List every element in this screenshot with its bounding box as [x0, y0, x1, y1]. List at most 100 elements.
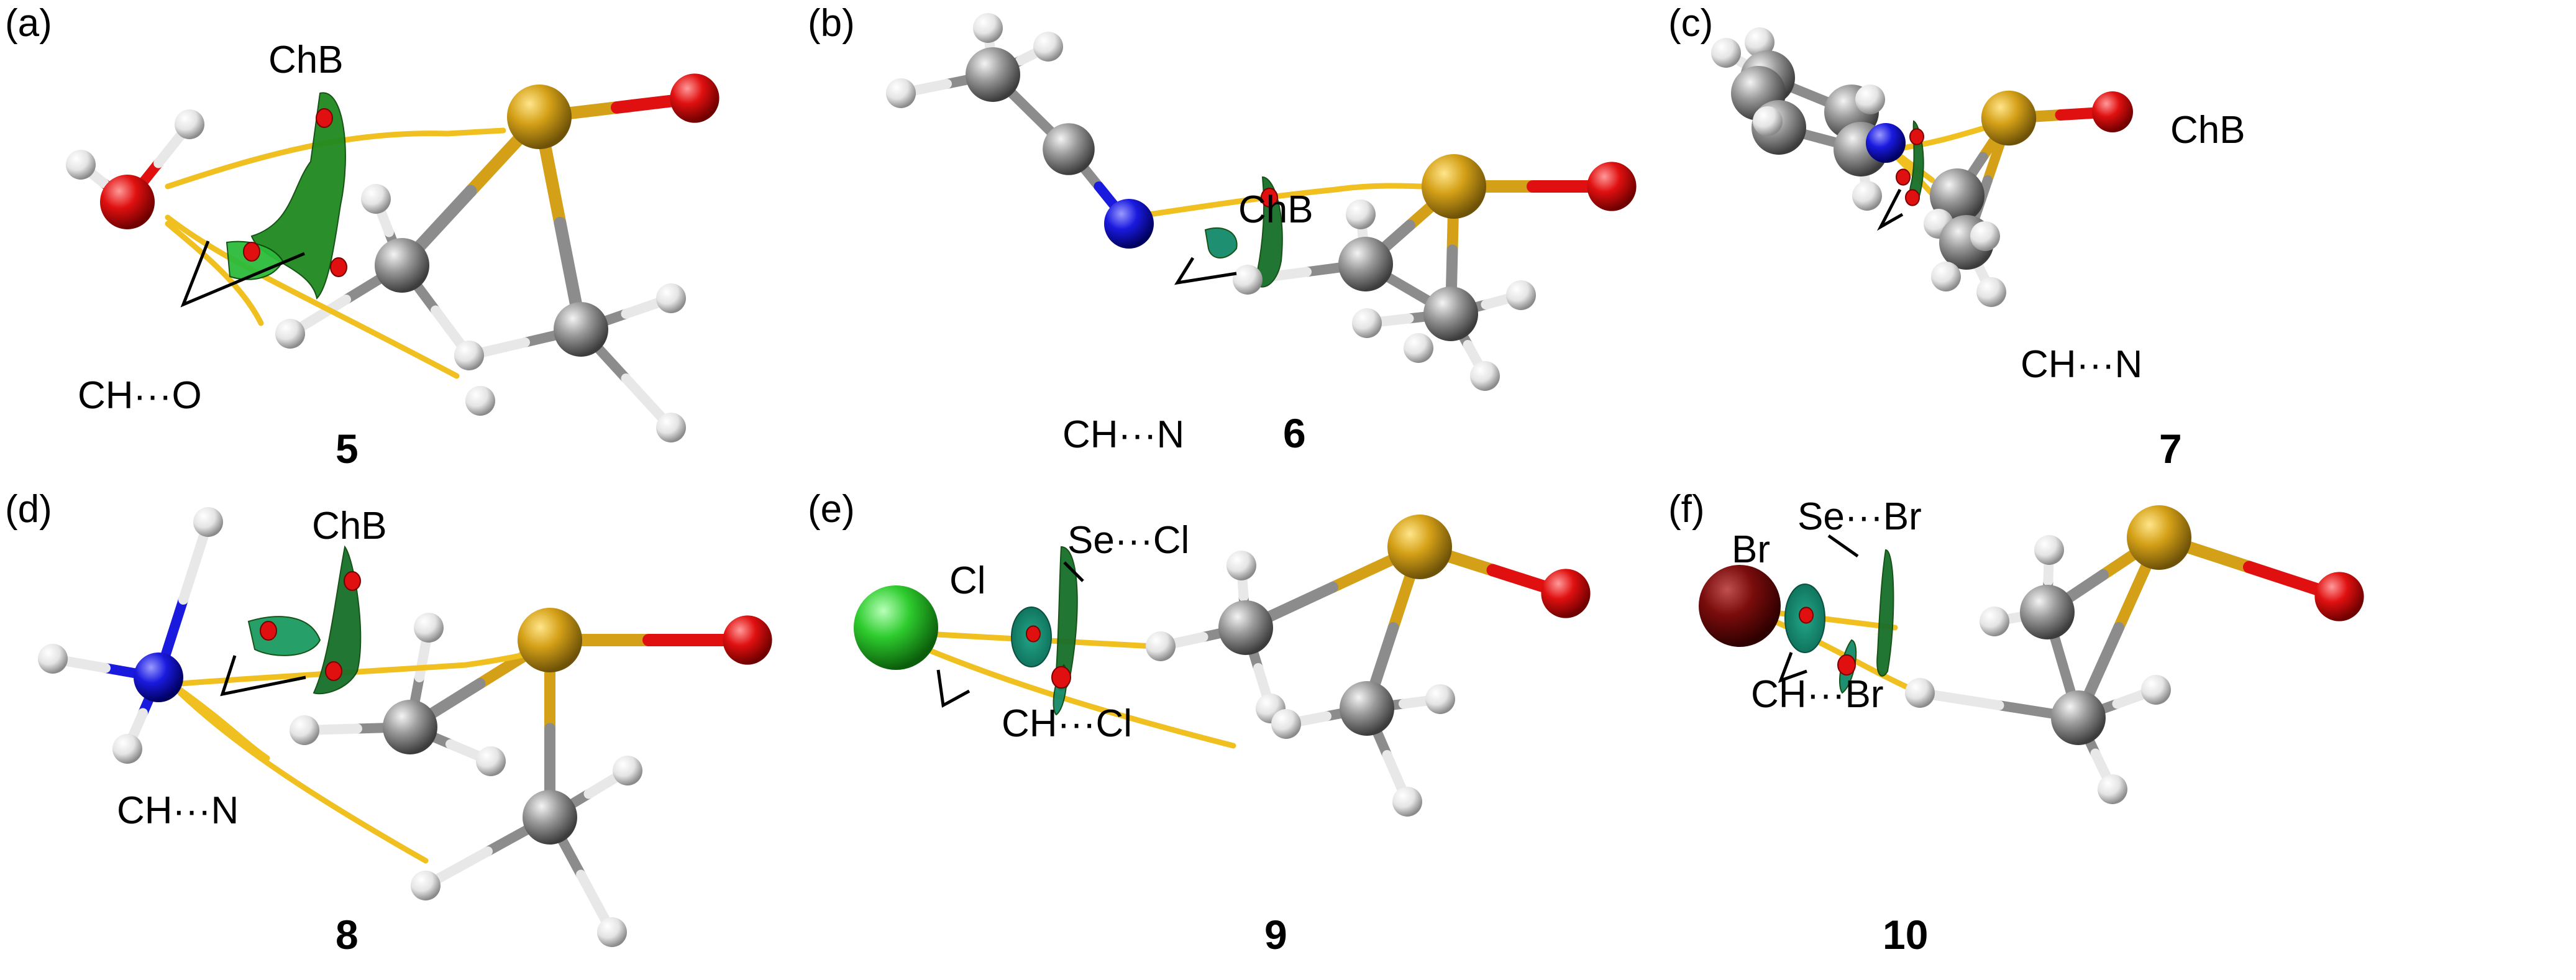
atom-h — [1976, 277, 2006, 307]
atom-h — [66, 150, 96, 180]
atom-c — [375, 238, 429, 293]
atom-h — [1506, 280, 1536, 310]
compound-number-7: 7 — [2159, 426, 2182, 472]
atom-h — [454, 341, 484, 370]
bond-critical-point — [344, 571, 361, 591]
annotation-leader-line — [1778, 652, 1807, 684]
atom-h — [597, 917, 627, 947]
annotation-ch-br: CH···Br — [1751, 673, 1884, 716]
annotation-ch-o: CH···O — [78, 374, 202, 417]
bond-critical-point — [330, 257, 347, 277]
atom-h — [290, 715, 319, 745]
bond-critical-point — [1051, 666, 1071, 689]
atom-h — [361, 184, 391, 214]
atom-h — [411, 871, 441, 900]
bond-critical-point — [316, 108, 333, 128]
compound-number-6: 6 — [1283, 410, 1306, 456]
atom-h — [1033, 32, 1063, 62]
atom-h — [1346, 199, 1376, 229]
atom-h — [112, 734, 142, 764]
atom-c — [383, 700, 437, 754]
annotation-chb-b: ChB — [1238, 188, 1313, 231]
bond-path — [1146, 183, 1457, 218]
atom-c — [966, 47, 1020, 102]
bond-critical-point — [1837, 654, 1856, 676]
bond-critical-point — [260, 621, 277, 641]
panel-e — [854, 515, 1591, 817]
annotation-ch-n-d: CH···N — [117, 789, 239, 832]
atom-h — [1470, 361, 1500, 391]
atom-n — [1104, 199, 1154, 249]
annotation-leader-line — [1174, 257, 1237, 285]
compound-number-8: 8 — [336, 912, 359, 958]
bond-path — [916, 643, 1236, 749]
annotation-leader-line — [1827, 534, 1859, 558]
bond-critical-point — [1896, 168, 1911, 186]
atom-h — [465, 386, 495, 416]
atom-c — [2020, 585, 2075, 639]
panel-f — [1699, 505, 2364, 804]
atom-o — [2092, 91, 2133, 132]
bond-path — [177, 687, 270, 761]
nci-isosurface-ch-n — [247, 616, 321, 656]
atom-se — [1387, 515, 1452, 579]
atom-h — [2141, 675, 2171, 705]
bond-critical-point — [1905, 189, 1920, 206]
panel-label-c: (c) — [1668, 2, 1713, 45]
nci-isosurface-ch-n — [1204, 227, 1238, 259]
atom-h — [175, 109, 204, 139]
atom-o — [2314, 572, 2364, 621]
atom-c — [523, 790, 577, 845]
annotation-se-br: Se···Br — [1797, 495, 1922, 538]
atom-h — [613, 756, 642, 785]
atom-o — [1541, 569, 1591, 618]
panel-a — [66, 73, 719, 442]
atom-h — [1753, 106, 1783, 136]
atom-se — [1422, 154, 1486, 219]
atom-c — [1218, 600, 1273, 655]
bond-path — [177, 690, 429, 864]
atom-h — [414, 613, 444, 643]
atom-h — [1711, 38, 1741, 68]
panel-b — [886, 13, 1637, 391]
atom-c — [554, 302, 608, 357]
atom-h — [1855, 85, 1885, 114]
compound-number-5: 5 — [336, 426, 359, 472]
nci-isosurface-se-br — [1876, 549, 1894, 677]
panel-label-d: (d) — [5, 488, 52, 531]
panel-d — [38, 507, 772, 947]
panel-label-e: (e) — [808, 488, 855, 531]
atom-h — [275, 319, 305, 349]
atom-h — [886, 78, 916, 108]
atom-n — [134, 653, 183, 702]
atom-o — [723, 615, 772, 665]
atom-h — [193, 507, 223, 537]
bond-critical-point — [1026, 625, 1041, 643]
atom-cl — [854, 585, 938, 670]
atom-c — [1340, 681, 1394, 736]
atom-n — [1866, 123, 1906, 163]
atom-h — [1271, 709, 1301, 739]
bond-critical-point — [1909, 128, 1924, 145]
bond-path — [165, 214, 460, 379]
compound-number-9: 9 — [1264, 912, 1287, 958]
atom-c — [1338, 237, 1393, 291]
atom-o — [1587, 162, 1637, 211]
bond-critical-point — [1799, 607, 1814, 624]
atom-h — [656, 283, 686, 313]
atom-o — [100, 175, 155, 229]
bond-path — [165, 221, 264, 326]
atom-c — [1930, 168, 1985, 223]
bond-path — [165, 127, 506, 190]
annotation-leader-line — [180, 240, 305, 308]
annotation-ch-n-c: CH···N — [2021, 343, 2142, 386]
atom-h — [1392, 787, 1422, 817]
atom-h — [38, 644, 68, 674]
atom-c — [1423, 286, 1478, 341]
atom-h — [973, 13, 1003, 43]
atom-label-cl: Cl — [949, 559, 986, 602]
atom-h — [1233, 265, 1263, 295]
panel-c — [1711, 27, 2133, 307]
atom-se — [1981, 90, 2037, 146]
